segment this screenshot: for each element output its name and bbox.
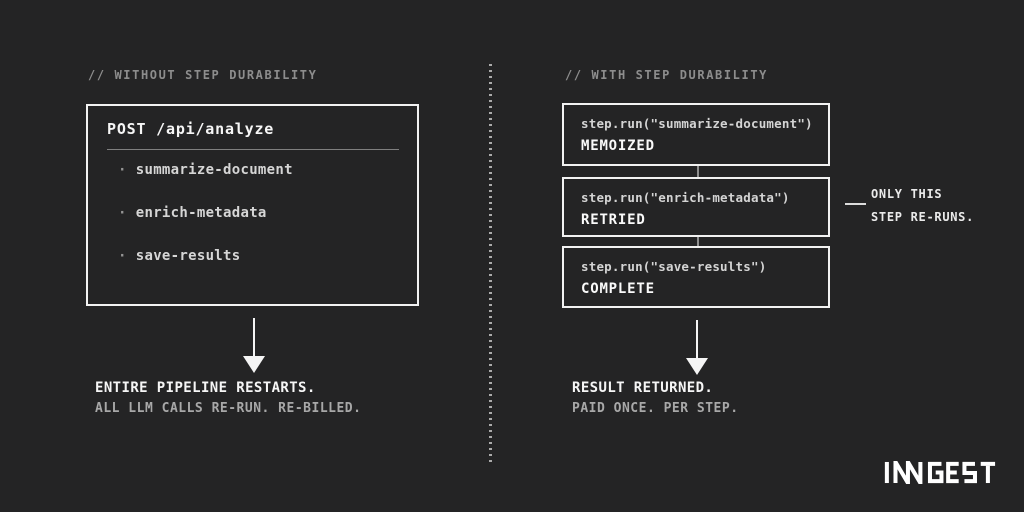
step-card: step.run("enrich-metadata") RETRIED xyxy=(562,177,830,237)
list-item: · enrich-metadata xyxy=(118,204,267,222)
arrow-head xyxy=(686,358,708,375)
right-section-comment: // WITH STEP DURABILITY xyxy=(565,68,768,82)
divider-line xyxy=(107,149,399,150)
step-status: RETRIED xyxy=(581,212,646,228)
arrow-stem xyxy=(696,320,698,358)
step-code: step.run("enrich-metadata") xyxy=(581,190,790,205)
bullet-icon: · xyxy=(118,162,127,178)
annotation-line-1: ONLY THIS xyxy=(871,187,943,201)
list-item-label: save-results xyxy=(135,248,241,264)
inngest-logo: INNGEST xyxy=(884,461,997,484)
step-status: COMPLETE xyxy=(581,281,655,297)
pipeline-box: POST /api/analyze · summarize-document · e… xyxy=(86,104,419,306)
step-status: MEMOIZED xyxy=(581,138,655,154)
pipeline-box-title: POST /api/analyze xyxy=(107,120,275,138)
list-item-label: enrich-metadata xyxy=(135,205,267,221)
annotation-line-2: STEP RE-RUNS. xyxy=(871,210,975,224)
arrow-stem xyxy=(253,318,255,356)
annotation-dash-line xyxy=(845,203,866,205)
list-item-label: summarize-document xyxy=(135,162,293,178)
left-result-subtitle: ALL LLM CALLS RE-RUN. RE-BILLED. xyxy=(95,401,362,416)
list-item: · summarize-document xyxy=(118,161,293,179)
bullet-icon: · xyxy=(118,248,127,264)
step-code: step.run("save-results") xyxy=(581,259,767,274)
bullet-icon: · xyxy=(118,205,127,221)
right-result-subtitle: PAID ONCE. PER STEP. xyxy=(572,401,739,416)
right-result-title: RESULT RETURNED. xyxy=(572,380,714,396)
step-code: step.run("summarize-document") xyxy=(581,116,813,131)
vertical-dotted-divider xyxy=(489,64,492,466)
card-connector-line xyxy=(697,166,699,177)
inngest-logo-mark xyxy=(884,461,996,484)
list-item: · save-results xyxy=(118,247,240,265)
left-result-title: ENTIRE PIPELINE RESTARTS. xyxy=(95,380,316,396)
arrow-head xyxy=(243,356,265,373)
left-section-comment: // WITHOUT STEP DURABILITY xyxy=(88,68,318,82)
step-card: step.run("summarize-document") MEMOIZED xyxy=(562,103,830,166)
card-connector-line xyxy=(697,237,699,246)
step-card: step.run("save-results") COMPLETE xyxy=(562,246,830,308)
